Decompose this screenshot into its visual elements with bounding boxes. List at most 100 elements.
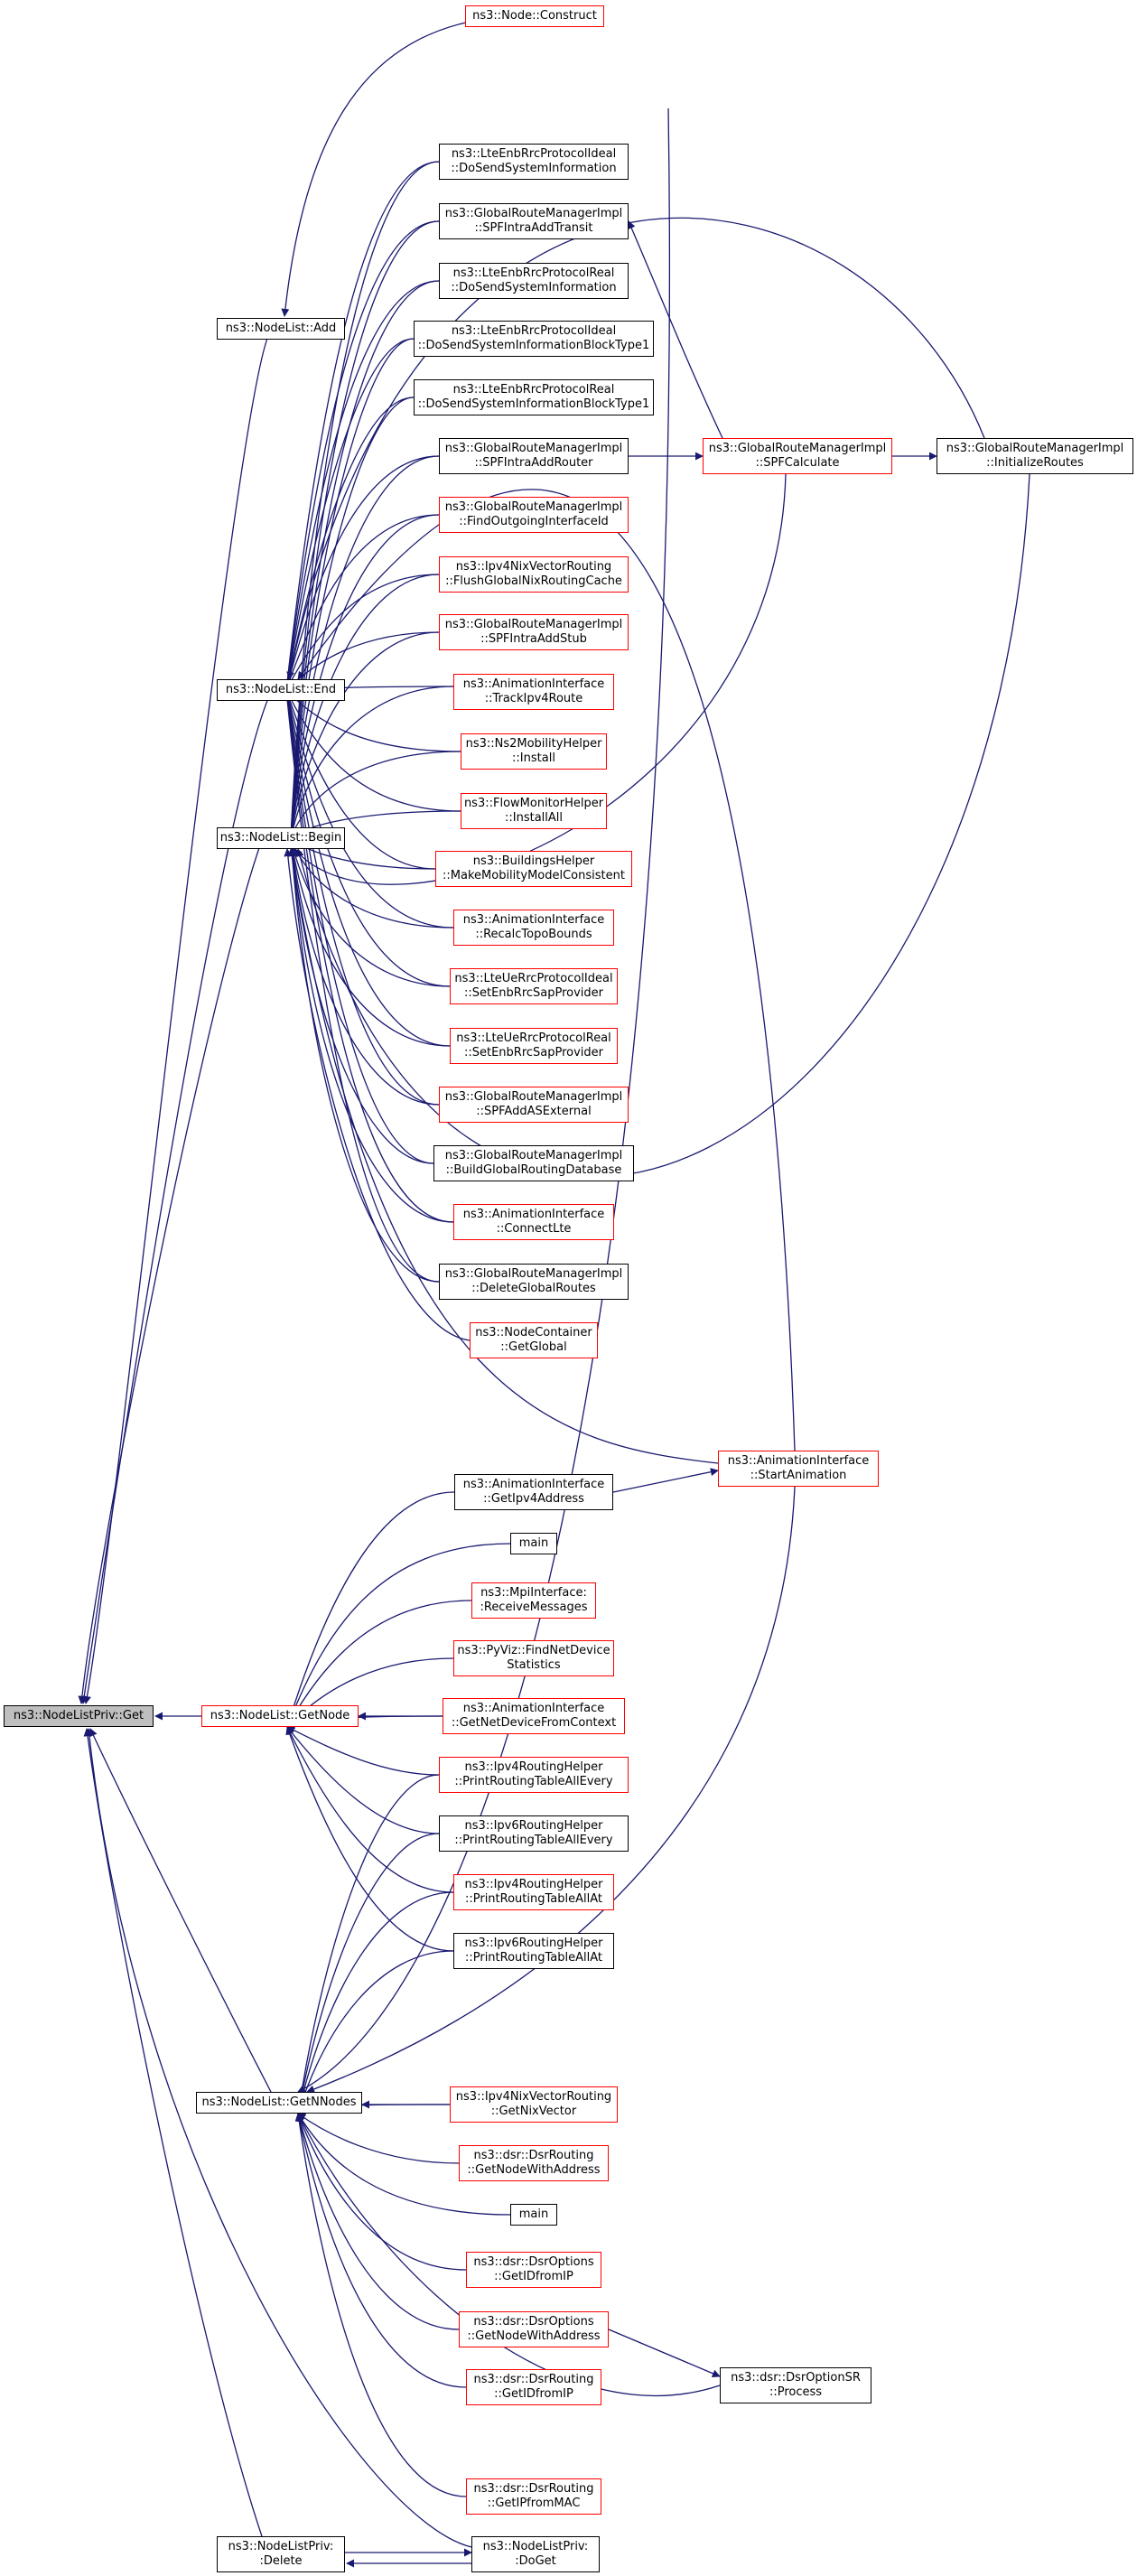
node-initroutes[interactable]: ns3::GlobalRouteManagerImpl::InitializeR… bbox=[937, 438, 1133, 474]
node-label-line: ns3::Ipv4RoutingHelper bbox=[464, 1878, 603, 1891]
node-label-line: ns3::LteEnbRrcProtocolReal bbox=[452, 383, 615, 397]
node-getnixvector[interactable]: ns3::Ipv4NixVectorRouting::GetNixVector bbox=[450, 2086, 618, 2123]
node-label-line: ::GetNixVector bbox=[490, 2105, 577, 2118]
node-spfintra-stub[interactable]: ns3::GlobalRouteManagerImpl::SPFIntraAdd… bbox=[439, 614, 629, 650]
node-lteue-real[interactable]: ns3::LteUeRrcProtocolReal::SetEnbRrcSapP… bbox=[450, 1028, 618, 1064]
node-label-line: ns3::GlobalRouteManagerImpl bbox=[444, 500, 623, 514]
node-recalc[interactable]: ns3::AnimationInterface::RecalcTopoBound… bbox=[453, 910, 614, 946]
node-label-line: ns3::AnimationInterface bbox=[462, 677, 605, 691]
node-buildings[interactable]: ns3::BuildingsHelper::MakeMobilityModelC… bbox=[435, 851, 632, 887]
node-getnetdev[interactable]: ns3::AnimationInterface::GetNetDeviceFro… bbox=[443, 1698, 625, 1734]
node-add[interactable]: ns3::NodeList::Add bbox=[217, 318, 345, 340]
node-doget[interactable]: ns3::NodeListPriv::DoGet bbox=[471, 2536, 600, 2572]
node-label-line: ::Process bbox=[769, 2385, 823, 2399]
node-label-line: ns3::AnimationInterface bbox=[462, 1478, 605, 1491]
node-connectlte[interactable]: ns3::AnimationInterface::ConnectLte bbox=[453, 1204, 614, 1240]
node-label-line: ns3::dsr::DsrRouting bbox=[473, 2482, 594, 2496]
node-label-line: ns3::GlobalRouteManagerImpl bbox=[708, 442, 887, 455]
node-label-line: ::GetIPfromMAC bbox=[487, 2497, 581, 2510]
node-flowinstall[interactable]: ns3::FlowMonitorHelper::InstallAll bbox=[461, 793, 607, 829]
call-edge bbox=[286, 1726, 440, 1834]
node-dsrrt-getip[interactable]: ns3::dsr::DsrRouting::GetIPfromMAC bbox=[466, 2478, 601, 2515]
node-label-line: ns3::GlobalRouteManagerImpl bbox=[444, 1090, 623, 1104]
call-edge bbox=[288, 686, 454, 839]
node-label-line: ns3::NodeContainer bbox=[475, 1326, 592, 1339]
node-buildglobal[interactable]: ns3::GlobalRouteManagerImpl::BuildGlobal… bbox=[433, 1145, 634, 1181]
node-label-line: ns3::NodeList::GetNNodes bbox=[201, 2095, 357, 2109]
call-edge bbox=[286, 1600, 472, 1728]
node-ipv4rt-at[interactable]: ns3::Ipv4RoutingHelper::PrintRoutingTabl… bbox=[453, 1874, 614, 1910]
node-label-line: ns3::LteEnbRrcProtocolIdeal bbox=[451, 324, 617, 338]
node-dsr-getnodewithaddr[interactable]: ns3::dsr::DsrRouting::GetNodeWithAddress bbox=[459, 2145, 609, 2181]
node-nodecontainer[interactable]: ns3::NodeContainer::GetGlobal bbox=[470, 1322, 598, 1358]
node-spfintra-router[interactable]: ns3::GlobalRouteManagerImpl::SPFIntraAdd… bbox=[439, 438, 629, 474]
call-edge bbox=[612, 1468, 719, 1493]
node-dsropt-getid[interactable]: ns3::dsr::DsrOptions::GetIDfromIP bbox=[466, 2252, 601, 2288]
call-edge bbox=[295, 1891, 454, 2114]
node-label-line: ::SPFAddASExternal bbox=[476, 1105, 592, 1118]
call-edge bbox=[285, 1491, 455, 1728]
node-begin[interactable]: ns3::NodeList::Begin bbox=[217, 827, 345, 849]
node-lteue-ideal[interactable]: ns3::LteUeRrcProtocolIdeal::SetEnbRrcSap… bbox=[450, 968, 618, 1004]
node-label-line: ns3::NodeListPriv: bbox=[228, 2540, 334, 2553]
node-startanim[interactable]: ns3::AnimationInterface::StartAnimation bbox=[718, 1451, 879, 1487]
node-lteideal-block[interactable]: ns3::LteEnbRrcProtocolIdeal::DoSendSyste… bbox=[414, 321, 654, 357]
node-construct[interactable]: ns3::Node::Construct bbox=[465, 5, 604, 27]
call-edge bbox=[285, 1726, 454, 1952]
node-label-line: ns3::NodeListPriv: bbox=[482, 2540, 589, 2553]
node-deleteglobal[interactable]: ns3::GlobalRouteManagerImpl::DeleteGloba… bbox=[439, 1264, 629, 1300]
node-label-line: ::GetIpv4Address bbox=[483, 1492, 584, 1506]
call-edge bbox=[287, 837, 451, 1047]
node-label-line: ::MakeMobilityModelConsistent bbox=[443, 869, 625, 882]
node-spfaddas[interactable]: ns3::GlobalRouteManagerImpl::SPFAddASExt… bbox=[439, 1087, 629, 1123]
node-main2[interactable]: main bbox=[510, 2204, 557, 2226]
call-edge bbox=[286, 280, 440, 839]
node-label-line: ::SetEnbRrcSapProvider bbox=[463, 1046, 604, 1059]
node-label-line: ::GetIDfromIP bbox=[494, 2387, 573, 2401]
node-label-line: ns3::NodeList::GetNode bbox=[210, 1709, 350, 1722]
node-ns2install[interactable]: ns3::Ns2MobilityHelper::Install bbox=[461, 733, 607, 770]
node-ipv6rt-every[interactable]: ns3::Ipv6RoutingHelper::PrintRoutingTabl… bbox=[439, 1815, 629, 1852]
node-delete[interactable]: ns3::NodeListPriv::Delete bbox=[217, 2536, 345, 2572]
node-label-line: ns3::dsr::DsrOptionSR bbox=[731, 2371, 861, 2385]
node-getnode[interactable]: ns3::NodeList::GetNode bbox=[201, 1705, 359, 1727]
node-label-line: ns3::FlowMonitorHelper bbox=[463, 797, 604, 810]
node-getnnodes[interactable]: ns3::NodeList::GetNNodes bbox=[196, 2092, 362, 2114]
node-spfintra-transit[interactable]: ns3::GlobalRouteManagerImpl::SPFIntraAdd… bbox=[439, 203, 629, 239]
node-mpirecv[interactable]: ns3::MpiInterface::ReceiveMessages bbox=[471, 1582, 596, 1619]
node-label-line: ns3::AnimationInterface bbox=[462, 1208, 605, 1221]
call-edge bbox=[83, 1728, 263, 2537]
node-flushnix[interactable]: ns3::Ipv4NixVectorRouting::FlushGlobalNi… bbox=[439, 556, 629, 593]
call-edge bbox=[285, 1543, 511, 1728]
call-edge bbox=[286, 217, 985, 680]
call-edge bbox=[294, 473, 787, 885]
node-label-line: ns3::Node::Construct bbox=[472, 9, 597, 23]
node-ltereal-block[interactable]: ns3::LteEnbRrcProtocolReal::DoSendSystem… bbox=[414, 379, 654, 415]
node-main1[interactable]: main bbox=[510, 1533, 557, 1554]
call-edge bbox=[83, 330, 272, 1704]
node-dsroptsr[interactable]: ns3::dsr::DsrOptionSR::Process bbox=[720, 2367, 871, 2403]
node-label-line: ns3::dsr::DsrOptions bbox=[473, 2255, 594, 2269]
node-label-line: ::DoSendSystemInformationBlockType1 bbox=[417, 397, 650, 411]
node-label-line: ::PrintRoutingTableAllEvery bbox=[454, 1834, 613, 1847]
node-trackipv4[interactable]: ns3::AnimationInterface::TrackIpv4Route bbox=[453, 674, 614, 710]
node-dsrrt-getid[interactable]: ns3::dsr::DsrRouting::GetIDfromIP bbox=[466, 2369, 601, 2405]
call-edge bbox=[287, 455, 440, 839]
node-label-line: ns3::NodeList::Begin bbox=[219, 831, 342, 845]
node-getipv4addr[interactable]: ns3::AnimationInterface::GetIpv4Address bbox=[454, 1474, 613, 1510]
node-label-line: ::FindOutgoingInterfaceId bbox=[459, 515, 609, 528]
node-label-line: :ReceiveMessages bbox=[480, 1601, 588, 1614]
node-label-line: ns3::MpiInterface: bbox=[480, 1586, 587, 1600]
node-findoutgoing[interactable]: ns3::GlobalRouteManagerImpl::FindOutgoin… bbox=[439, 497, 629, 533]
node-label-line: ns3::NodeListPriv::Get bbox=[13, 1709, 144, 1722]
node-ipv6rt-at[interactable]: ns3::Ipv6RoutingHelper::PrintRoutingTabl… bbox=[453, 1933, 614, 1969]
node-end[interactable]: ns3::NodeList::End bbox=[217, 679, 345, 701]
node-ipv4rt-every[interactable]: ns3::Ipv4RoutingHelper::PrintRoutingTabl… bbox=[439, 1757, 629, 1793]
call-edge bbox=[286, 1726, 454, 1893]
node-dsropt-getnode[interactable]: ns3::dsr::DsrOptions::GetNodeWithAddress bbox=[459, 2311, 609, 2347]
node-ltereal-sysinfo[interactable]: ns3::LteEnbRrcProtocolReal::DoSendSystem… bbox=[439, 263, 629, 299]
call-edge bbox=[294, 1774, 440, 2114]
node-lteideal-sysinfo[interactable]: ns3::LteEnbRrcProtocolIdeal::DoSendSyste… bbox=[439, 144, 629, 180]
node-spfcalc[interactable]: ns3::GlobalRouteManagerImpl::SPFCalculat… bbox=[703, 438, 892, 474]
